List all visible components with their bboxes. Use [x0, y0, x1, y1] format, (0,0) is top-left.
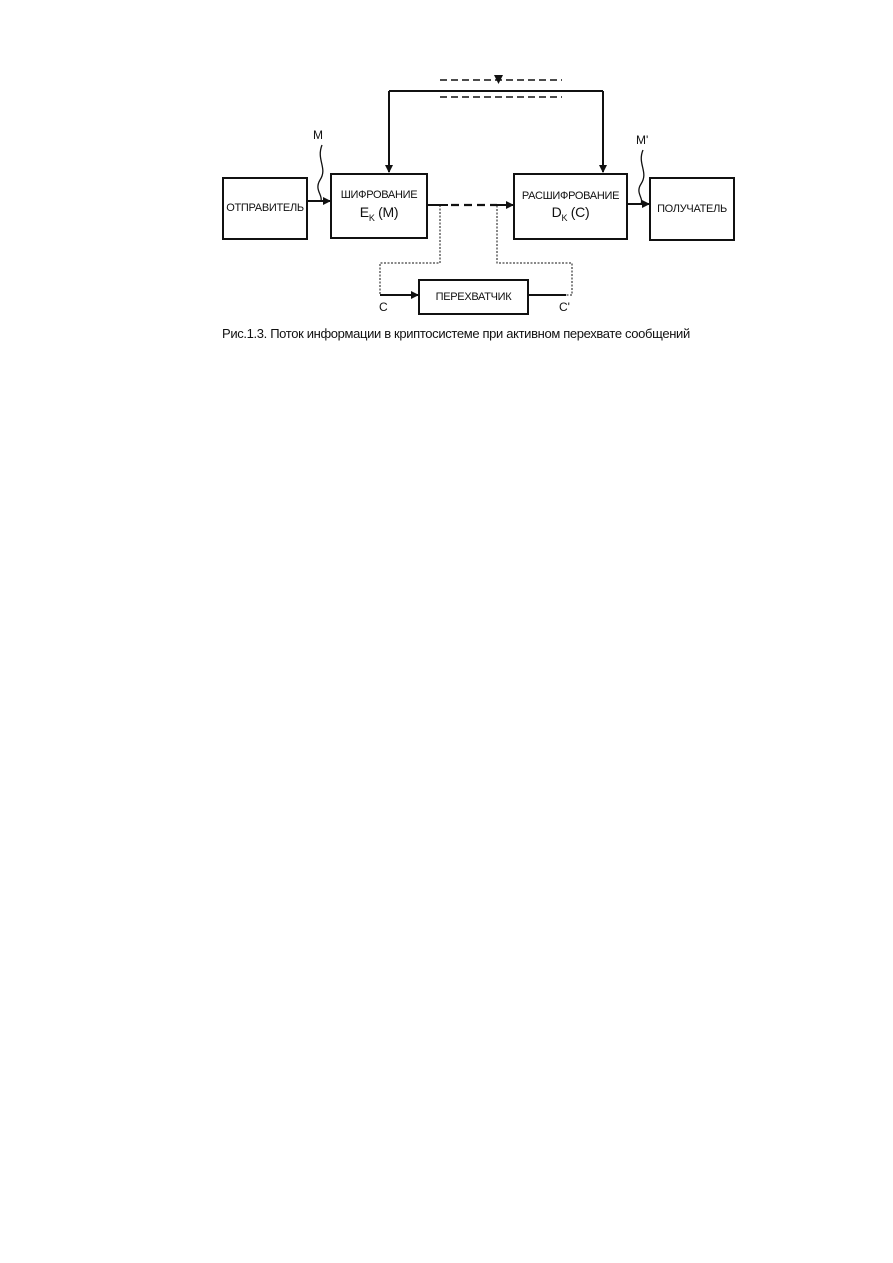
- decryption-func: D: [551, 204, 562, 221]
- decryption-box: РАСШИФРОВАНИЕ DK (C): [513, 173, 628, 240]
- decryption-title: РАСШИФРОВАНИЕ: [521, 189, 620, 202]
- sender-label: ОТПРАВИТЕЛЬ: [226, 202, 304, 215]
- m-out-squiggle: [638, 149, 645, 205]
- encryption-formula: EK (M): [359, 203, 399, 223]
- m-in-squiggle: [317, 144, 324, 202]
- tap-line-from-channel: [379, 205, 441, 295]
- encryption-func: E: [359, 203, 369, 220]
- interceptor-box: ПЕРЕХВАТЧИК: [418, 279, 529, 315]
- key-channel-marker-icon: [494, 75, 503, 84]
- receiver-box: ПОЛУЧАТЕЛЬ: [649, 177, 735, 241]
- encryption-box: ШИФРОВАНИЕ EK (M): [330, 173, 428, 239]
- decryption-arg: (C): [570, 204, 590, 221]
- decryption-formula: DK (C): [552, 204, 590, 223]
- encryption-key-sub: K: [368, 212, 375, 223]
- label-c-in: C: [379, 300, 388, 314]
- encryption-arg: (M): [378, 203, 399, 220]
- sender-box: ОТПРАВИТЕЛЬ: [222, 177, 308, 240]
- label-m-out: M': [636, 133, 649, 147]
- interceptor-label: ПЕРЕХВАТЧИК: [435, 290, 512, 303]
- flow-diagram: [307, 75, 650, 299]
- label-m-in: M: [313, 128, 323, 142]
- receiver-label: ПОЛУЧАТЕЛЬ: [657, 202, 727, 215]
- encryption-title: ШИФРОВАНИЕ: [340, 189, 418, 202]
- label-c-out: C': [559, 300, 570, 314]
- decryption-key-sub: K: [561, 213, 568, 224]
- figure-caption: Рис.1.3. Поток информации в криптосистем…: [222, 326, 690, 341]
